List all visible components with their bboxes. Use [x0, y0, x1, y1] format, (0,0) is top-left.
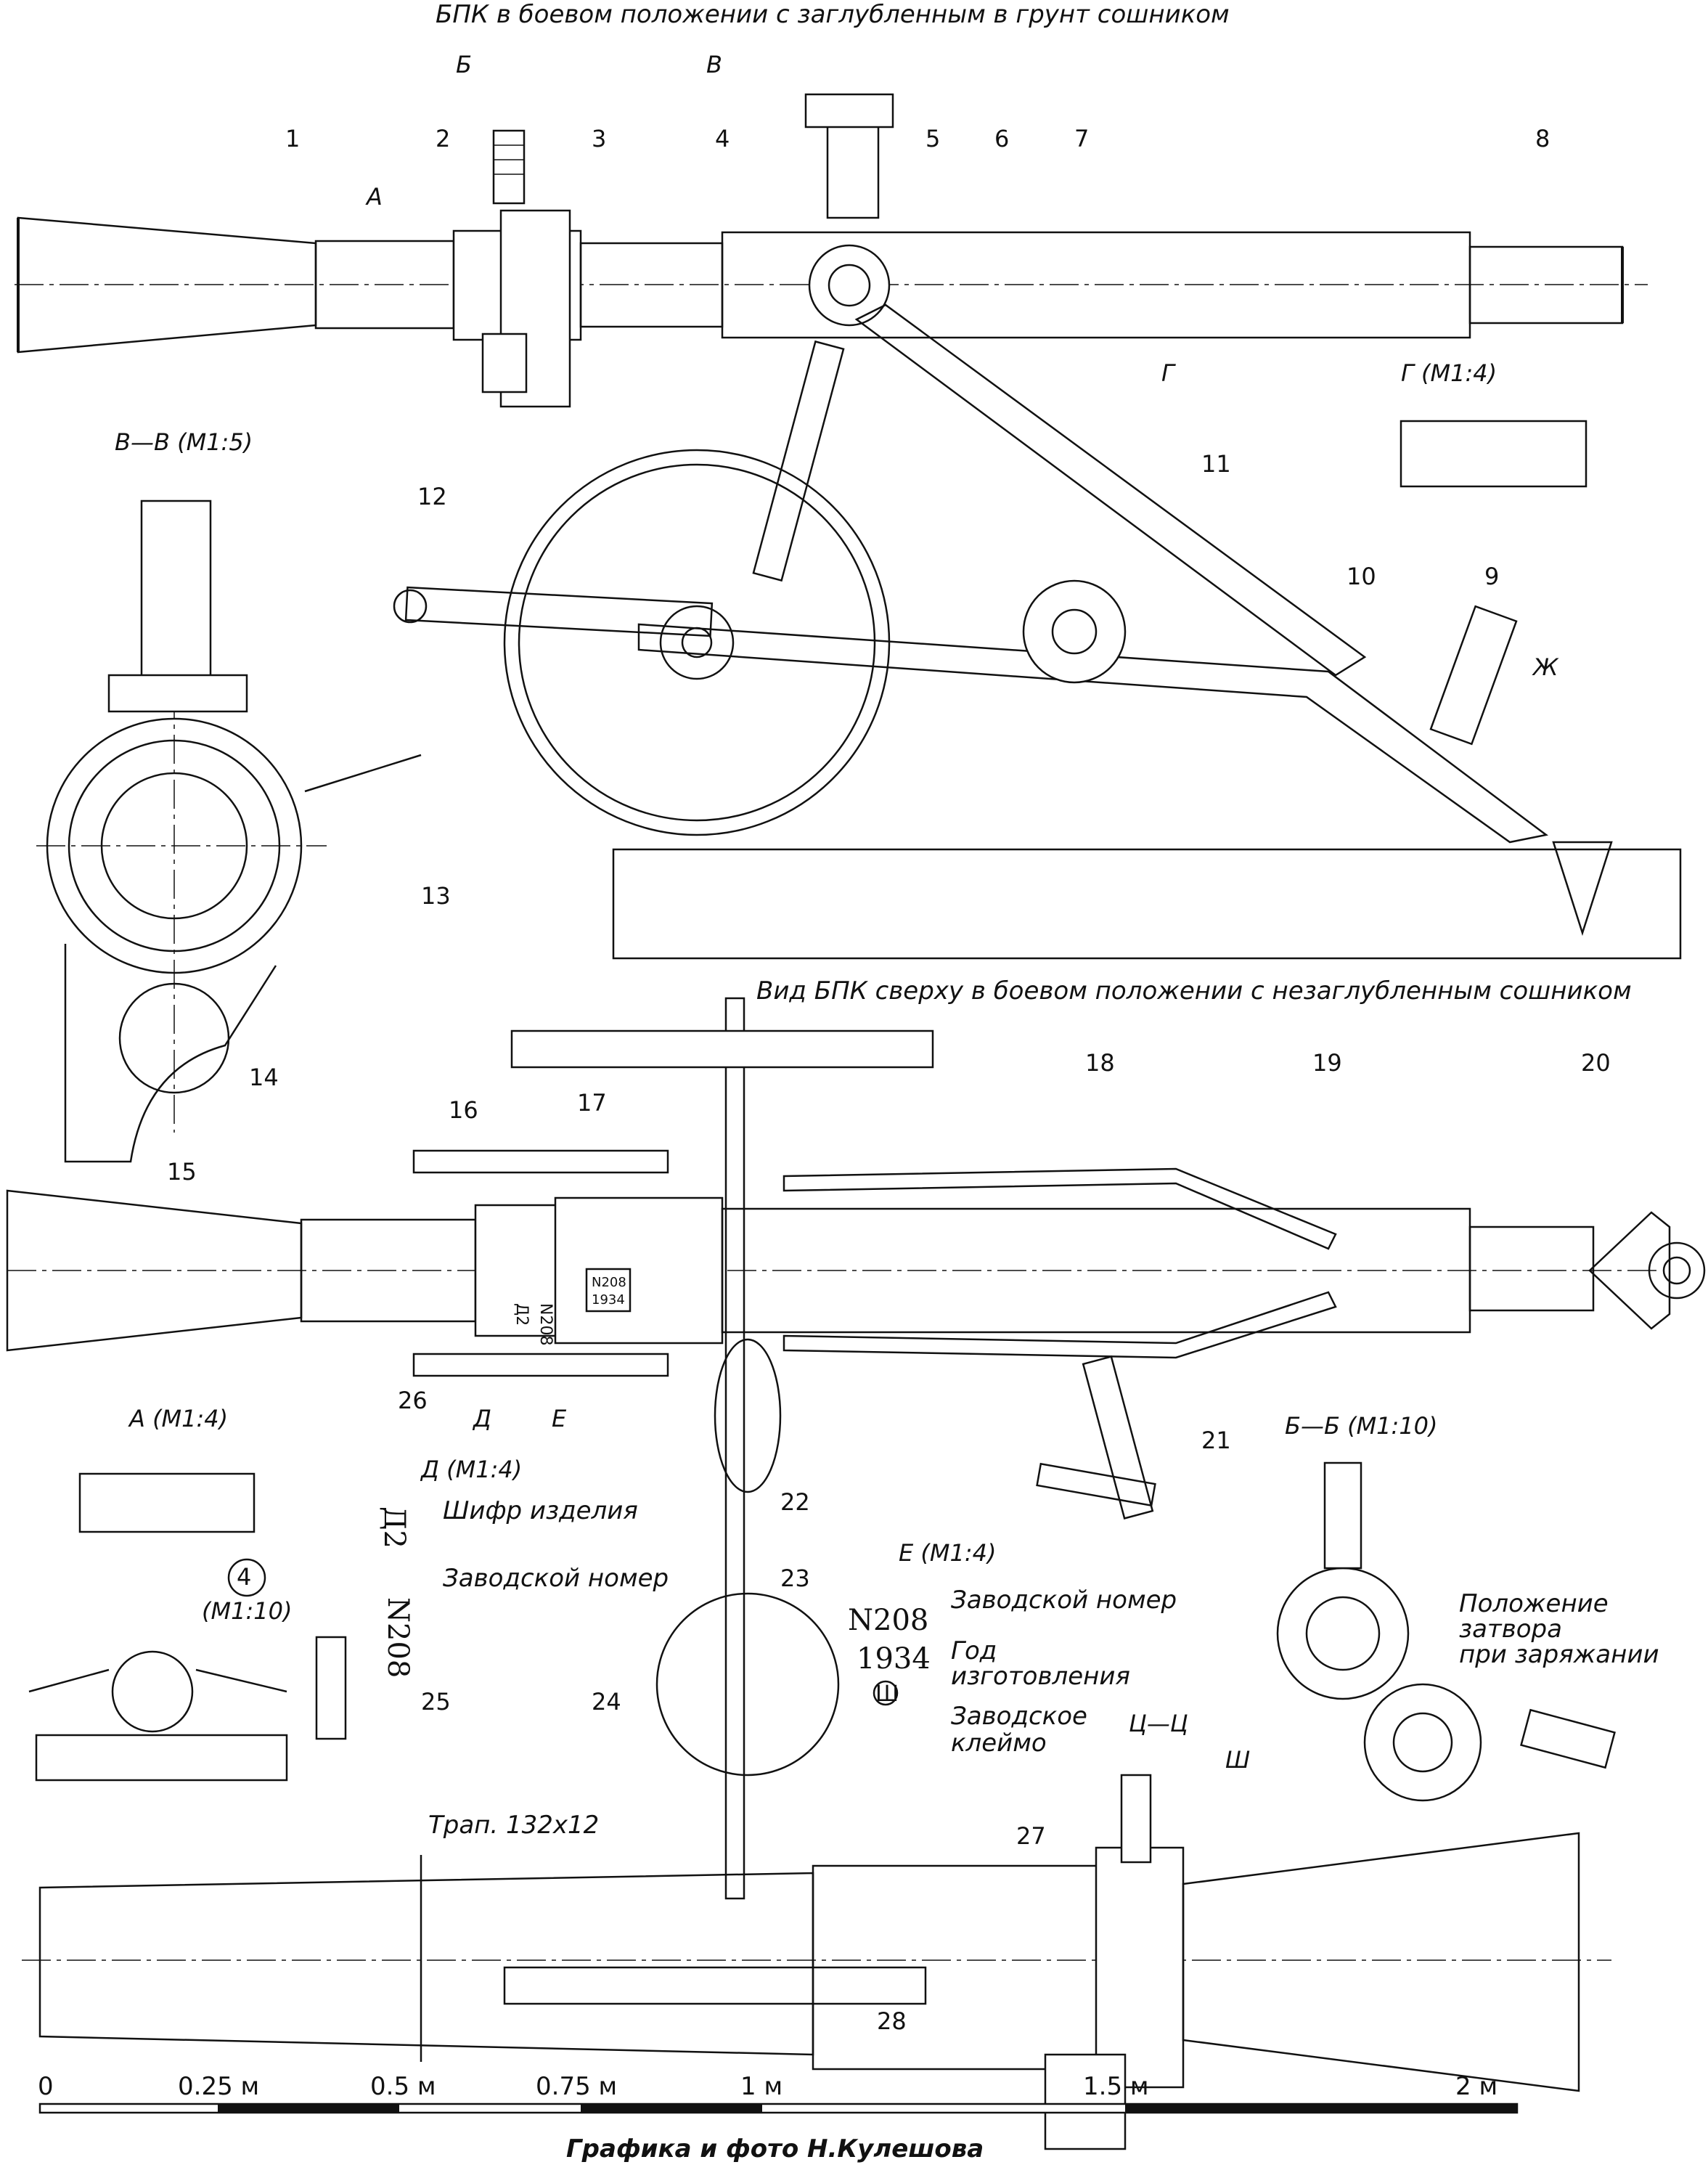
callout-26: 26 — [398, 1387, 428, 1414]
callout-28: 28 — [877, 2007, 907, 2035]
wheel-side — [503, 449, 891, 836]
view-bb: Б—Б (М1:10) — [1285, 1412, 1438, 1440]
detail-a — [78, 1472, 256, 1533]
ann-god-2: изготовления — [951, 1662, 1130, 1691]
callout-17: 17 — [577, 1089, 607, 1117]
scale-label-05: 0.5 м — [370, 2072, 436, 2101]
scale-bar: 0 0.25 м 0.5 м 0.75 м 1 м 1.5 м 2 м — [38, 2072, 1519, 2114]
section-vv — [36, 499, 422, 1163]
callout-9: 9 — [1484, 563, 1499, 590]
credit-caption: Графика и фото Н.Кулешова — [566, 2134, 984, 2163]
detail-4-scale: (М1:10) — [202, 1597, 292, 1625]
callout-19: 19 — [1312, 1049, 1342, 1077]
ann-thread: Трап. 132x12 — [428, 1811, 599, 1840]
mark-zh: Ж — [1532, 653, 1559, 681]
side-view — [15, 93, 1682, 960]
view-vv: В—В (М1:5) — [115, 428, 253, 456]
ann-kleimo-2: клеймо — [951, 1729, 1047, 1758]
mark-a: А — [365, 183, 383, 211]
view-a: А (М1:4) — [128, 1405, 228, 1432]
callout-22: 22 — [780, 1488, 810, 1516]
ground-hatch — [612, 848, 1682, 960]
view-tsts: Ц—Ц — [1129, 1710, 1188, 1737]
scale-label-0: 0 — [38, 2072, 54, 2101]
callout-3: 3 — [592, 125, 606, 152]
mark-g: Г — [1161, 359, 1176, 387]
section-bb — [1276, 1461, 1616, 1802]
view-d: Д (М1:4) — [420, 1456, 522, 1483]
callout-2: 2 — [436, 125, 450, 152]
callout-7: 7 — [1074, 125, 1089, 152]
scale-label-025: 0.25 м — [178, 2072, 259, 2101]
ann-shifr: Шифр изделия — [443, 1496, 638, 1525]
detail-4 — [28, 1558, 347, 1782]
breech-cipher: Д2 — [512, 1303, 531, 1326]
callout-16: 16 — [449, 1096, 478, 1124]
callout-23: 23 — [780, 1565, 810, 1592]
ann-kleimo-1: Заводское — [951, 1702, 1087, 1731]
callout-10: 10 — [1347, 563, 1376, 590]
callout-14: 14 — [249, 1064, 279, 1091]
section-marks: Б В А Г Ж Д Е Ш — [365, 51, 1559, 1774]
scale-label-2: 2 м — [1455, 2072, 1497, 2101]
view-g: Г (М1:4) — [1401, 359, 1497, 387]
plan-view — [6, 997, 1706, 2005]
mark-sh: Ш — [1225, 1746, 1250, 1774]
callout-25: 25 — [421, 1688, 451, 1716]
scale-label-15: 1.5 м — [1083, 2072, 1149, 2101]
ann-god-1: Год — [951, 1636, 997, 1665]
detail-e-year: 1934 — [857, 1642, 931, 1676]
annotations: Шифр изделия Заводской номер Заводской н… — [428, 1496, 1659, 1840]
ann-polozh-1: Положение — [1459, 1589, 1609, 1618]
detail-d-markings: Д2 N208 — [377, 1506, 414, 1678]
ann-zav-nomer-e: Заводской номер — [951, 1586, 1177, 1615]
ann-polozh-3: при заряжании — [1459, 1640, 1659, 1669]
breech-serial: N208 — [536, 1303, 555, 1345]
detail-d-cipher: Д2 — [377, 1506, 411, 1549]
ann-zav-nomer-d: Заводской номер — [443, 1564, 669, 1593]
scale-label-1: 1 м — [740, 2072, 783, 2101]
callout-8: 8 — [1535, 125, 1550, 152]
view-e: Е (М1:4) — [899, 1539, 996, 1567]
title-plan-caption: Вид БПК сверху в боевом положении с неза… — [756, 976, 1632, 1006]
plate-serial: N208 — [592, 1275, 626, 1290]
view-titles: В—В (М1:5) Г (М1:4) А (М1:4) Д (М1:4) Е … — [115, 359, 1497, 1737]
detail-4-number: 4 — [237, 1563, 251, 1591]
callout-24: 24 — [592, 1688, 621, 1716]
callout-18: 18 — [1085, 1049, 1115, 1077]
callout-20: 20 — [1581, 1049, 1611, 1077]
callout-4: 4 — [715, 125, 730, 152]
callout-1: 1 — [285, 125, 300, 152]
section-tsts — [22, 1774, 1611, 2150]
callout-5: 5 — [925, 125, 940, 152]
ann-polozh-2: затвора — [1459, 1615, 1562, 1644]
callout-13: 13 — [421, 882, 451, 910]
callout-15: 15 — [167, 1158, 197, 1186]
detail-d-serial: N208 — [381, 1597, 414, 1678]
callout-12: 12 — [417, 483, 447, 510]
mark-e: Е — [552, 1405, 567, 1432]
breech-marking: Д2 N208 N208 1934 — [512, 1268, 632, 1345]
detail-e-markings: N208 1934 Ш — [848, 1604, 931, 1707]
mark-d: Д — [472, 1405, 491, 1432]
title-top-caption: БПК в боевом положении с заглубленным в … — [436, 0, 1230, 29]
callout-11: 11 — [1201, 450, 1231, 478]
detail-e-serial: N208 — [848, 1604, 928, 1637]
mark-v: В — [706, 51, 722, 78]
callout-6: 6 — [994, 125, 1009, 152]
callout-21: 21 — [1201, 1427, 1231, 1454]
plate-year: 1934 — [592, 1292, 625, 1308]
mark-b: Б — [456, 51, 472, 78]
callout-27: 27 — [1016, 1822, 1046, 1850]
callout-labels: 1 2 3 4 5 6 7 8 9 10 11 12 13 14 15 16 1… — [167, 125, 1611, 2035]
scale-label-075: 0.75 м — [536, 2072, 617, 2101]
detail-g — [1400, 420, 1588, 488]
